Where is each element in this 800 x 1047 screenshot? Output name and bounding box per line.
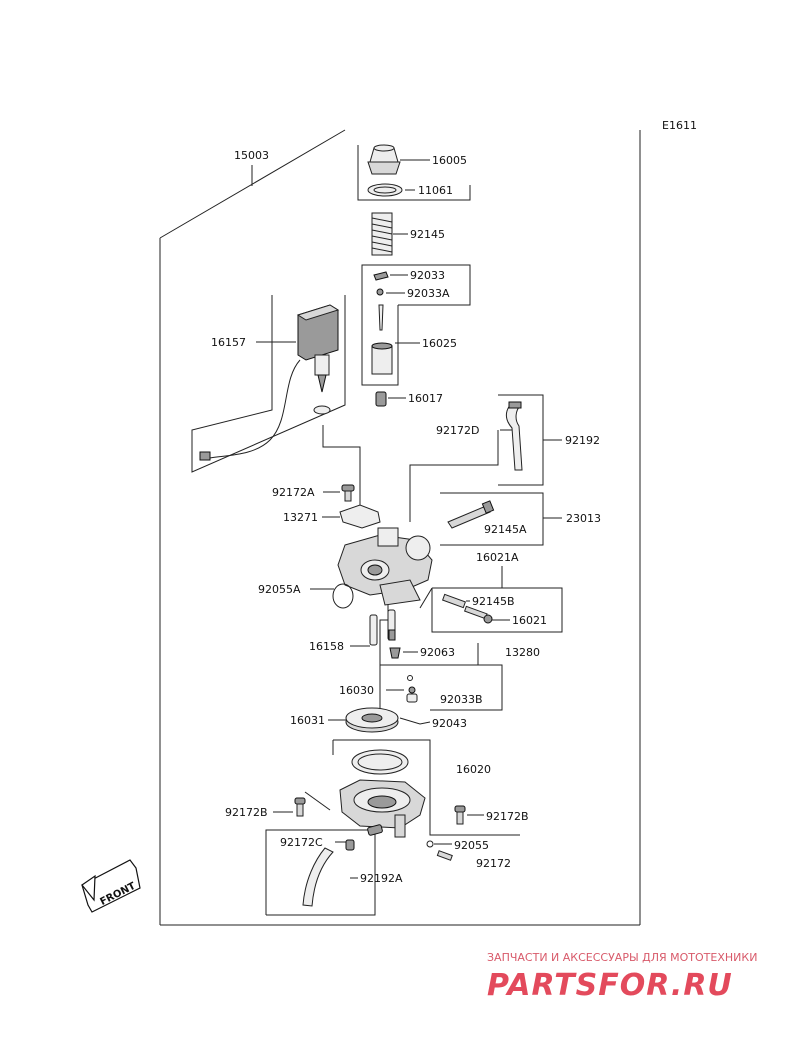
label-15003: 15003: [234, 149, 269, 162]
pin-92043: [399, 717, 431, 725]
watermark-caption: ЗАПЧАСТИ И АКСЕССУАРЫ ДЛЯ МОТОТЕХНИКИ: [487, 951, 757, 964]
label-16021: 16021: [512, 614, 547, 627]
label-92043: 92043: [432, 717, 467, 730]
label-16021a: 16021A: [476, 551, 519, 564]
auto-choke-16157: [199, 304, 340, 461]
label-13271: 13271: [283, 511, 318, 524]
gasket-92055a: [332, 583, 354, 609]
cap-16005: [367, 144, 401, 175]
diagram-code: E1611: [662, 119, 697, 132]
cap-group-lines: [357, 145, 471, 201]
watermark-logo: PARTSFOR.RU: [487, 968, 733, 1003]
label-16031: 16031: [290, 714, 325, 727]
label-92172d: 92172D: [436, 424, 479, 437]
group-16020-lines: [332, 739, 520, 836]
float-chamber-16020: [339, 779, 426, 838]
assembly-frame: [159, 129, 641, 926]
label-16005: 16005: [432, 154, 467, 167]
screw-92172b-left: [294, 797, 306, 817]
screw-92145a: [447, 500, 495, 529]
front-arrow-icon: FRONT: [81, 859, 141, 913]
hose-group-lines: [409, 394, 562, 522]
choke-group-lines: [191, 295, 361, 510]
drain-screw: [367, 824, 383, 836]
screw-92172a: [341, 484, 355, 502]
carburetor-body: [337, 527, 433, 606]
label-13280: 13280: [505, 646, 540, 659]
label-92192: 92192: [565, 434, 600, 447]
float-16031: [345, 707, 399, 733]
label-92033b: 92033B: [440, 693, 483, 706]
label-92033: 92033: [410, 269, 445, 282]
washer-92055: [426, 840, 434, 848]
jet-needle: [378, 304, 384, 331]
jet-16158: [369, 609, 396, 646]
label-92172c: 92172C: [280, 836, 323, 849]
hose-92192: [506, 401, 523, 471]
label-92055a: 92055A: [258, 583, 301, 596]
label-11061: 11061: [418, 184, 453, 197]
group-23013-lines: [440, 492, 562, 546]
needle-group-lines: [361, 264, 471, 386]
screw-92172: [436, 850, 453, 861]
spring-92145: [371, 212, 393, 256]
hose-92192a: [302, 839, 355, 907]
throttle-valve-16025: [371, 342, 393, 375]
clip-92033a: [376, 288, 384, 296]
label-92145a: 92145A: [484, 523, 527, 536]
group-16021a-lines: [419, 566, 563, 633]
label-16020: 16020: [456, 763, 491, 776]
label-92033a: 92033A: [407, 287, 450, 300]
label-16030: 16030: [339, 684, 374, 697]
float-pin-16030: [406, 675, 418, 703]
clip-92033: [373, 271, 389, 281]
screw-16021: [463, 605, 493, 624]
label-92172a: 92172A: [272, 486, 315, 499]
label-23013: 23013: [566, 512, 601, 525]
label-16158: 16158: [309, 640, 344, 653]
label-92063: 92063: [420, 646, 455, 659]
label-92172: 92172: [476, 857, 511, 870]
label-16017: 16017: [408, 392, 443, 405]
label-92192a: 92192A: [360, 872, 403, 885]
cap-16017: [375, 391, 387, 407]
o-ring-11061: [367, 183, 403, 197]
screw-92172b-right: [454, 805, 466, 825]
label-92145: 92145: [410, 228, 445, 241]
label-92145b: 92145B: [472, 595, 515, 608]
label-92172b-left: 92172B: [225, 806, 268, 819]
label-92055: 92055: [454, 839, 489, 852]
label-92172b-right: 92172B: [486, 810, 529, 823]
jet-92063: [389, 647, 401, 659]
screw-92145b: [441, 593, 467, 609]
watermark: ЗАПЧАСТИ И АКСЕССУАРЫ ДЛЯ МОТОТЕХНИКИ PA…: [487, 951, 757, 1003]
plate-13271: [339, 504, 381, 529]
label-16157: 16157: [211, 336, 246, 349]
label-16025: 16025: [422, 337, 457, 350]
